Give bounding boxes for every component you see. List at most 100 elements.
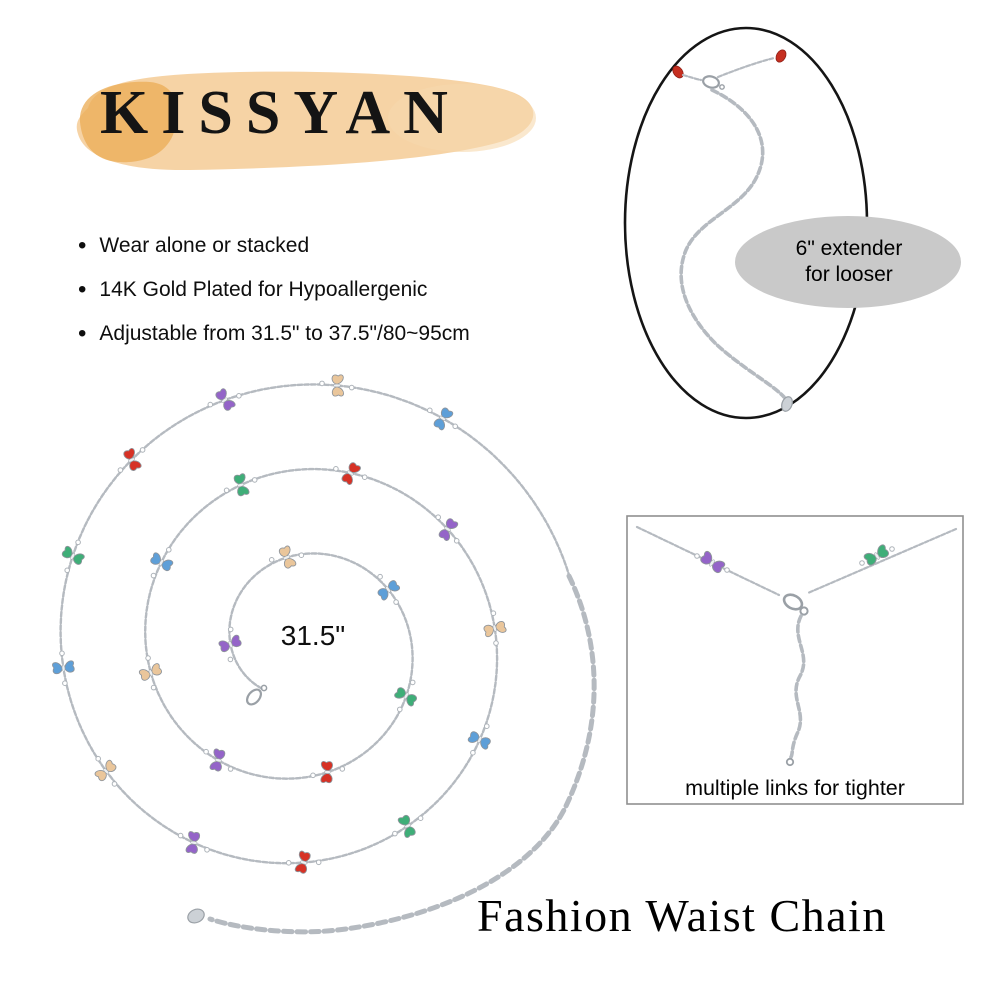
butterfly-charm-icon: [320, 761, 333, 784]
chain-segment: [716, 56, 776, 79]
extender-callout-line1: 6" extender: [795, 237, 903, 260]
teardrop-charm-icon: [187, 908, 205, 924]
connector-bead-icon: [62, 680, 68, 687]
connector-bead-icon: [333, 466, 339, 472]
feature-item: • Adjustable from 31.5" to 37.5"/80~95cm: [78, 312, 470, 356]
butterfly-charm-icon: [94, 759, 117, 782]
connector-bead-icon: [315, 859, 322, 866]
connector-bead-icon: [95, 755, 101, 762]
inset-butterflies: [694, 544, 895, 574]
extender-chain-curve: [679, 88, 786, 399]
clasp-ring-icon: [260, 684, 268, 692]
feature-text: Wear alone or stacked: [99, 234, 310, 257]
butterfly-charm-icon: [438, 518, 459, 541]
connector-bead-icon: [203, 748, 209, 755]
red-crystal-bead-icon: [672, 65, 684, 79]
connector-bead-icon: [490, 610, 497, 617]
extender-callout-bubble: [735, 216, 961, 308]
butterfly-charm-icon: [61, 545, 85, 565]
connector-bead-icon: [236, 393, 242, 399]
butterfly-charm-icon: [341, 462, 361, 485]
butterfly-charm-icon: [700, 550, 726, 574]
curb-chain-tail: [207, 573, 597, 935]
spiral-waist-chain: [52, 374, 571, 874]
butterfly-charm-icon: [233, 473, 250, 497]
connector-bead-icon: [435, 514, 442, 521]
tighter-callout-text: multiple links for tighter: [685, 776, 905, 800]
connector-bead-icon: [117, 467, 124, 473]
connector-bead-icon: [427, 407, 433, 414]
connector-bead-icon: [145, 655, 151, 661]
connector-bead-icon: [724, 567, 730, 573]
connector-bead-icon: [150, 572, 157, 579]
spiral-clasp: [246, 684, 268, 706]
connector-bead-icon: [227, 766, 234, 772]
connector-bead-icon: [298, 552, 305, 559]
connector-bead-icon: [319, 380, 325, 387]
chain-length-label: 31.5": [280, 620, 346, 651]
butterfly-charm-icon: [483, 621, 507, 638]
brand-logo: KISSYAN: [100, 79, 461, 147]
inset-border: [626, 515, 964, 805]
connector-bead-icon: [64, 567, 70, 574]
connector-bead-icon: [139, 447, 146, 453]
lobster-clasp-icon: [246, 688, 262, 706]
feature-text: Adjustable from 31.5" to 37.5"/80~95cm: [99, 322, 470, 345]
bullet-icon: •: [78, 320, 87, 347]
brush-stroke-dark-splotch: [79, 81, 177, 163]
connector-bead-icon: [268, 557, 275, 563]
butterfly-charm-icon: [433, 407, 454, 431]
connector-bead-icon: [339, 766, 346, 772]
connector-bead-icon: [207, 401, 214, 408]
connector-bead-icon: [251, 477, 258, 483]
butterfly-charm-icon: [150, 552, 174, 572]
connector-bead-icon: [348, 384, 355, 391]
callout-ellipse: [735, 216, 961, 308]
butterfly-charm-icon: [138, 663, 162, 681]
connector-bead-icon: [377, 573, 383, 580]
butterfly-charm-icon: [52, 660, 75, 675]
chain-end-ring-icon: [785, 757, 795, 767]
connector-bead-icon: [453, 538, 460, 544]
butterfly-charm-icon: [863, 544, 889, 566]
connector-bead-icon: [493, 640, 499, 646]
lobster-clasp-icon: [702, 75, 720, 89]
extender-callout-line2: for looser: [805, 263, 893, 286]
lobster-clasp-icon: [782, 593, 804, 611]
connector-bead-icon: [59, 650, 65, 657]
brush-stroke: [76, 71, 536, 171]
connector-bead-icon: [397, 706, 403, 713]
connector-bead-icon: [417, 815, 424, 822]
connector-bead-icon: [393, 599, 399, 605]
clasp-ring-icon: [799, 606, 809, 616]
connector-bead-icon: [452, 423, 459, 430]
bullet-icon: •: [78, 276, 87, 303]
connector-bead-icon: [889, 546, 895, 552]
teardrop-charm-icon: [781, 396, 793, 412]
butterfly-charm-icon: [467, 731, 491, 750]
feature-item: • 14K Gold Plated for Hypoallergenic: [78, 268, 470, 312]
extender-callout-text: 6" extender for looser: [740, 236, 958, 288]
chain-segment: [681, 73, 703, 82]
butterfly-charm-icon: [218, 634, 242, 653]
feature-list: • Wear alone or stacked • 14K Gold Plate…: [78, 224, 470, 356]
butterfly-charm-icon: [394, 687, 417, 707]
chain-segment: [806, 527, 958, 595]
extender-chain-links: [789, 614, 806, 759]
butterfly-charm-icon: [377, 580, 400, 601]
connector-bead-icon: [223, 487, 230, 494]
red-crystal-bead-icon: [775, 49, 787, 63]
connector-bead-icon: [409, 679, 416, 686]
connector-bead-icon: [111, 781, 118, 787]
feature-text: 14K Gold Plated for Hypoallergenic: [99, 278, 428, 301]
clasp-ring-icon: [719, 84, 725, 90]
connector-bead-icon: [484, 723, 490, 730]
connector-bead-icon: [227, 656, 234, 663]
connector-bead-icon: [310, 772, 316, 779]
connector-bead-icon: [177, 832, 184, 839]
butterfly-charm-icon: [294, 850, 311, 874]
connector-bead-icon: [227, 626, 234, 633]
connector-bead-icon: [150, 684, 157, 691]
